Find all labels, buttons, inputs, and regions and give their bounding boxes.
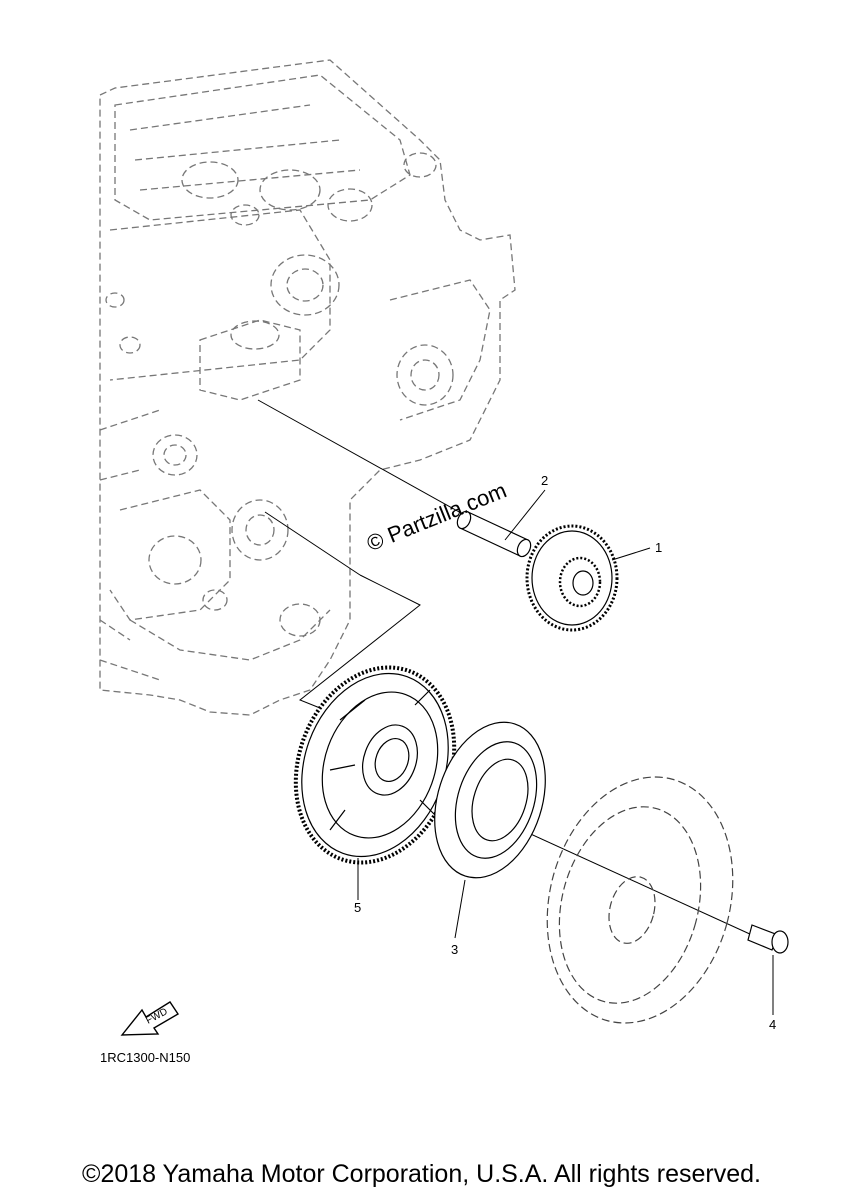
bolt-icon <box>747 924 789 954</box>
callout-2: 2 <box>541 473 549 488</box>
callout-5: 5 <box>354 900 362 915</box>
one-way-clutch-icon <box>434 721 546 879</box>
shaft-icon <box>456 510 532 558</box>
callout-1: 1 <box>655 540 663 555</box>
reference-code: 1RC1300-N150 <box>100 1050 191 1065</box>
engine-block-outline <box>99 59 516 716</box>
callout-leaders <box>357 489 774 1015</box>
assembly-lines <box>257 399 753 936</box>
fwd-arrow-icon: FWD <box>120 1001 179 1036</box>
idler-gear-icon <box>525 524 619 632</box>
callout-3: 3 <box>451 942 459 957</box>
callout-4: 4 <box>769 1017 777 1032</box>
copyright-text: ©2018 Yamaha Motor Corporation, U.S.A. A… <box>82 1160 761 1188</box>
rotor-outline <box>546 776 734 1024</box>
starter-wheel-gear-icon <box>293 665 457 865</box>
